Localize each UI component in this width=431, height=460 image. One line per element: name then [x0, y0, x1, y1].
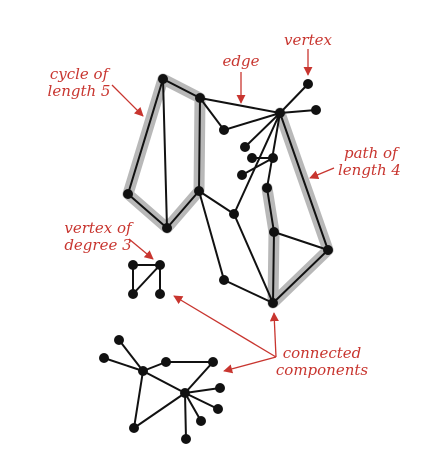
components-label-line2: components — [275, 361, 369, 379]
cycle-label-line2: length 5 — [47, 82, 111, 100]
vertex — [161, 357, 171, 367]
vertex — [158, 74, 168, 84]
vertex — [194, 186, 204, 196]
vertex — [268, 153, 278, 163]
vertex — [215, 383, 225, 393]
vertex — [123, 189, 133, 199]
cycle-arrow — [111, 84, 144, 117]
vertex — [229, 209, 239, 219]
component-arrow-3 — [223, 356, 277, 374]
degree-arrow — [128, 238, 154, 260]
edge-label: edge — [222, 52, 260, 70]
degree-label-line1: vertex of — [64, 219, 132, 237]
vertex — [262, 183, 272, 193]
path-label-line2: length 4 — [338, 161, 401, 179]
graph-edges — [103, 78, 329, 440]
components-label-line1: connected — [282, 344, 362, 362]
cycle-label: cycle of length 5 — [40, 66, 118, 100]
path-highlight — [261, 107, 334, 309]
components-label: connected components — [274, 345, 370, 379]
vertex — [128, 289, 138, 299]
vertex — [155, 289, 165, 299]
vertex — [181, 434, 191, 444]
vertex — [99, 353, 109, 363]
vertex — [311, 105, 321, 115]
vertex — [208, 357, 218, 367]
vertex — [155, 260, 165, 270]
path-arrow — [309, 167, 335, 180]
path-label-line1: path of — [344, 144, 398, 162]
vertex — [129, 423, 139, 433]
vertex — [196, 416, 206, 426]
vertex — [303, 79, 313, 89]
component-arrow-1 — [269, 312, 279, 358]
vertex — [268, 298, 278, 308]
vertex — [323, 245, 333, 255]
vertex — [180, 388, 190, 398]
component-arrow-2 — [173, 295, 277, 358]
vertex — [247, 153, 257, 163]
vertex — [269, 227, 279, 237]
vertex — [138, 366, 148, 376]
path-label: path of length 4 — [338, 145, 426, 179]
vertex — [219, 125, 229, 135]
vertex — [162, 223, 172, 233]
vertex-label: vertex — [284, 31, 332, 49]
vertex — [240, 142, 250, 152]
graph-vertices — [99, 74, 333, 444]
vertex — [114, 335, 124, 345]
cycle-label-line1: cycle of — [49, 65, 109, 83]
annotation-arrows — [111, 49, 335, 374]
vertex — [213, 404, 223, 414]
vertex — [128, 260, 138, 270]
vertex — [275, 108, 285, 118]
vertex — [219, 275, 229, 285]
vertex — [195, 93, 205, 103]
vertex — [237, 170, 247, 180]
degree-label-line2: degree 3 — [64, 236, 132, 254]
degree-label: vertex of degree 3 — [52, 220, 144, 254]
